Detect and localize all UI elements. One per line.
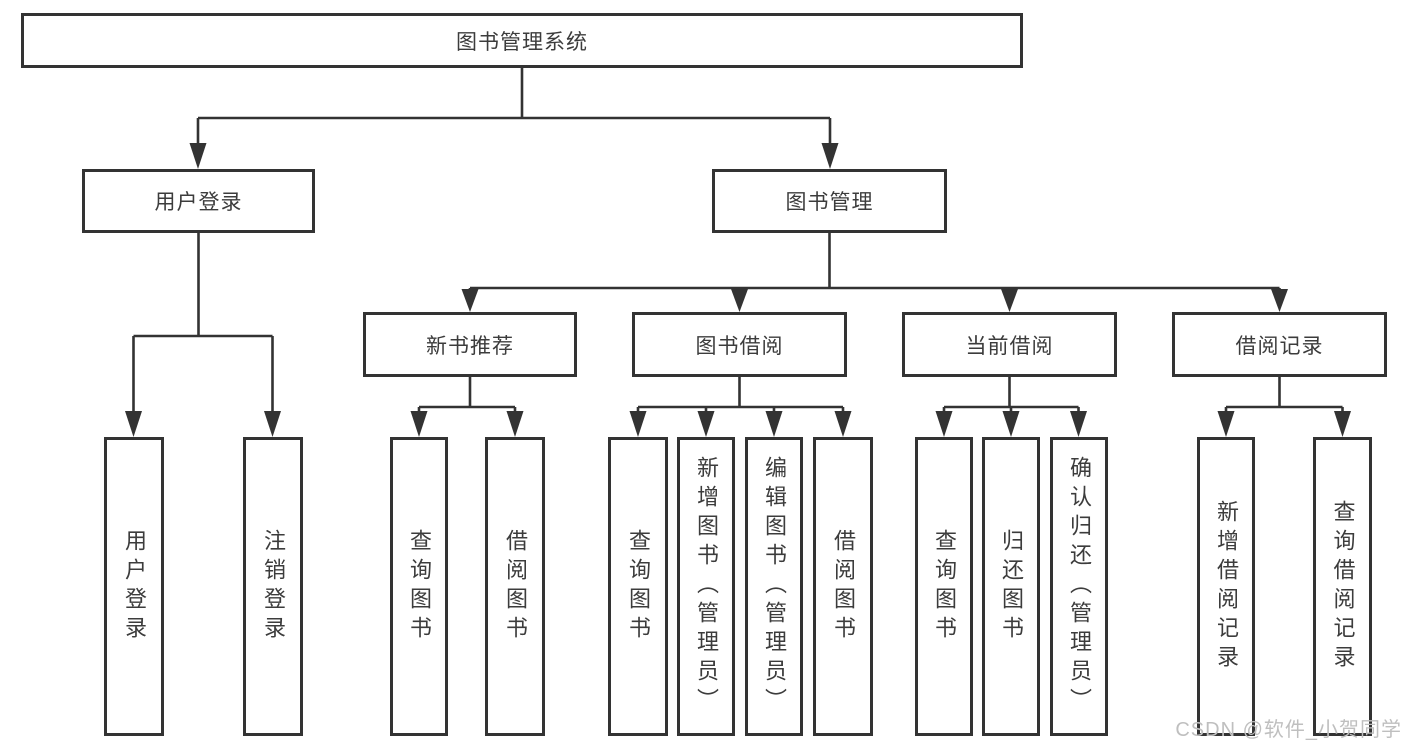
node-user-login-branch: 用户登录: [82, 169, 315, 233]
edge-borrow-to-leaves: [636, 377, 845, 416]
leaf-edit-books-admin: 编辑图书（管理员）: [745, 437, 803, 736]
leaf-borrow-books-recommend-label: 借阅图书: [503, 528, 528, 645]
node-borrowing-records-label: 借阅记录: [1235, 334, 1324, 358]
leaf-query-borrow-record-label: 查询借阅记录: [1330, 499, 1356, 674]
leaf-query-books-recommend: 查询图书: [390, 437, 448, 736]
arrowhead: [765, 411, 783, 437]
node-new-book-recommend: 新书推荐: [363, 312, 577, 377]
leaf-query-books-current: 查询图书: [915, 437, 973, 736]
leaf-add-borrow-record: 新增借阅记录: [1197, 437, 1255, 736]
leaf-confirm-return-admin: 确认归还（管理员）: [1050, 437, 1108, 736]
arrowhead: [697, 411, 715, 437]
arrowhead: [410, 411, 428, 437]
node-book-borrowing-label: 图书借阅: [695, 334, 784, 358]
leaf-user-login: 用户登录: [104, 437, 164, 736]
leaf-logout-label: 注销登录: [261, 528, 286, 645]
edge-current-to-leaves: [942, 377, 1080, 416]
node-book-management-branch: 图书管理: [712, 169, 947, 233]
arrowhead: [1217, 411, 1235, 437]
arrowhead: [821, 143, 839, 169]
arrowhead: [264, 411, 281, 437]
arrowhead: [1271, 289, 1288, 312]
arrowhead: [935, 411, 953, 437]
csdn-watermark: CSDN @软件_小贺同学: [1175, 719, 1402, 741]
edge-records-to-leaves: [1224, 377, 1344, 416]
leaf-user-login-label: 用户登录: [122, 528, 147, 645]
leaf-add-books-admin: 新增图书（管理员）: [677, 437, 735, 736]
leaf-borrow-books-label: 借阅图书: [831, 528, 856, 645]
arrowhead: [506, 411, 524, 437]
node-root-system-label: 图书管理系统: [456, 30, 588, 54]
arrowhead: [1070, 411, 1087, 437]
edge-newbook-to-leaves: [417, 377, 517, 416]
node-borrowing-records: 借阅记录: [1172, 312, 1387, 377]
node-book-borrowing: 图书借阅: [632, 312, 847, 377]
node-current-borrowing: 当前借阅: [902, 312, 1117, 377]
arrowhead: [189, 143, 207, 169]
node-user-login-branch-label: 用户登录: [154, 191, 243, 214]
arrowhead: [629, 411, 647, 437]
arrowhead: [1001, 289, 1018, 312]
leaf-add-books-admin-label: 新增图书（管理员）: [694, 456, 719, 717]
leaf-borrow-books-recommend: 借阅图书: [485, 437, 545, 736]
arrowhead: [125, 411, 142, 437]
leaf-return-books-label: 归还图书: [999, 528, 1024, 645]
arrowhead: [834, 411, 852, 437]
leaf-add-borrow-record-label: 新增借阅记录: [1214, 499, 1239, 674]
node-root-system: 图书管理系统: [21, 13, 1023, 68]
leaf-query-books-current-label: 查询图书: [932, 528, 957, 645]
node-current-borrowing-label: 当前借阅: [965, 334, 1054, 358]
leaf-return-books: 归还图书: [982, 437, 1040, 736]
arrowhead: [1002, 411, 1020, 437]
edge-root-to-level2: [196, 68, 832, 148]
arrowheads: [125, 143, 1351, 437]
leaf-query-books-borrowing: 查询图书: [608, 437, 668, 736]
arrowhead: [461, 289, 479, 312]
leaf-borrow-books: 借阅图书: [813, 437, 873, 736]
edge-userlogin-to-leaves: [132, 233, 274, 416]
arrowhead: [1334, 411, 1351, 437]
leaf-confirm-return-admin-label: 确认归还（管理员）: [1067, 456, 1092, 717]
node-book-management-branch-label: 图书管理: [785, 191, 874, 214]
leaf-edit-books-admin-label: 编辑图书（管理员）: [762, 456, 787, 717]
arrowhead: [731, 289, 748, 312]
leaf-logout: 注销登录: [243, 437, 303, 736]
leaf-query-books-recommend-label: 查询图书: [407, 528, 432, 645]
node-new-book-recommend-label: 新书推荐: [426, 334, 514, 358]
leaf-query-borrow-record: 查询借阅记录: [1313, 437, 1372, 736]
edge-bookmgmt-to-level3: [468, 233, 1281, 293]
leaf-query-books-borrowing-label: 查询图书: [626, 528, 651, 645]
